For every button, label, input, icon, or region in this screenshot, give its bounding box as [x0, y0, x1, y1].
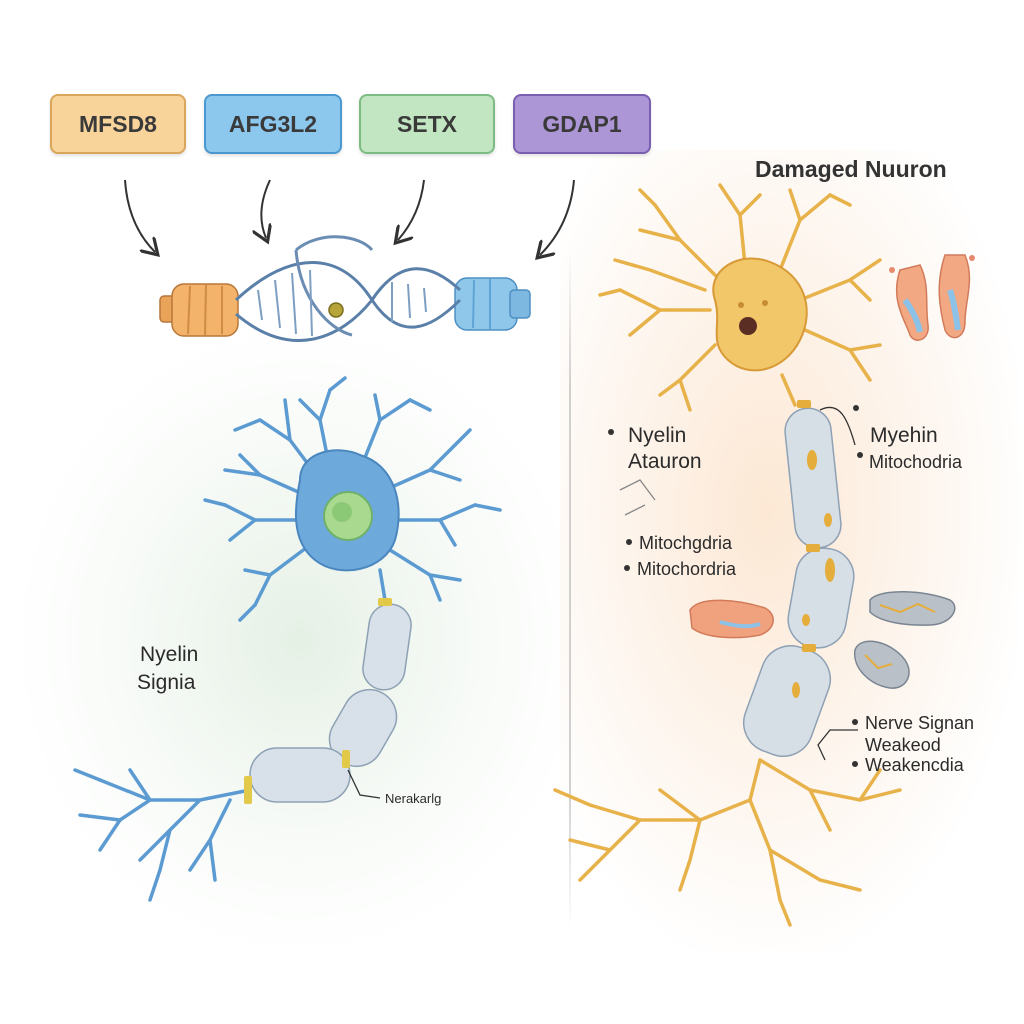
- gene-arrows: [124, 179, 575, 255]
- damaged-right-label-line1: Myehin: [870, 424, 938, 447]
- damaged-left-label-line1: Nyelin: [628, 424, 687, 447]
- signal-label-3: Weakencdia: [852, 755, 964, 776]
- damaged-label-pointers: [619, 406, 858, 761]
- damaged-myelin-spots: [792, 400, 835, 698]
- healthy-myelin: [249, 603, 412, 803]
- mutation-dot: [328, 302, 344, 318]
- damaged-neuron-title: Damaged Nuuron: [755, 156, 947, 182]
- damaged-myelin: [743, 407, 855, 757]
- mito-label-1: Mitochgdria: [626, 533, 732, 554]
- gene-box-afg3l2: AFG3L2: [204, 94, 342, 154]
- bullet-icon: [624, 565, 630, 572]
- node-label: Nerakarlg: [385, 791, 442, 806]
- right-muscle-spool-icon: [454, 277, 531, 331]
- small-dots: [608, 405, 863, 458]
- damaged-left-label-line2: Atauron: [628, 450, 702, 473]
- signal-label-1-text: Nerve Signan: [865, 713, 975, 733]
- damaged-mitochondria-icon: [854, 591, 956, 689]
- bullet-icon: [852, 761, 858, 768]
- foot-icon: [889, 254, 975, 341]
- dna-helix-icon: [234, 235, 462, 342]
- bullet-icon: [626, 539, 632, 546]
- signal-label-3-text: Weakencdia: [865, 755, 964, 775]
- healthy-label-line2: Signia: [137, 671, 196, 694]
- healthy-background-glow: [20, 330, 580, 950]
- damaged-right-label-line2: Mitochodria: [869, 452, 963, 472]
- mito-label-2-text: Mitochordria: [637, 559, 737, 579]
- node-label-pointer: [347, 769, 381, 799]
- gene-box-mfsd8: MFSD8: [50, 94, 186, 154]
- left-muscle-spool-icon: [159, 283, 239, 337]
- gene-box-gdap1: GDAP1: [513, 94, 651, 154]
- healthy-soma: [294, 449, 400, 572]
- damaged-neuron: [553, 183, 902, 927]
- healthy-nodes: [244, 598, 392, 804]
- signal-label-1: Nerve Signan: [852, 713, 974, 734]
- gene-box-setx: SETX: [359, 94, 495, 154]
- bullet-icon: [852, 719, 858, 726]
- foot-icon: [689, 599, 774, 639]
- healthy-neuron: [73, 376, 502, 902]
- damaged-soma: [712, 257, 808, 372]
- mito-label-2: Mitochordria: [624, 559, 736, 580]
- mito-label-1-text: Mitochgdria: [639, 533, 733, 553]
- healthy-label-line1: Nyelin: [140, 643, 199, 666]
- panel-divider: [569, 250, 571, 930]
- signal-label-2: Weakeod: [865, 735, 941, 755]
